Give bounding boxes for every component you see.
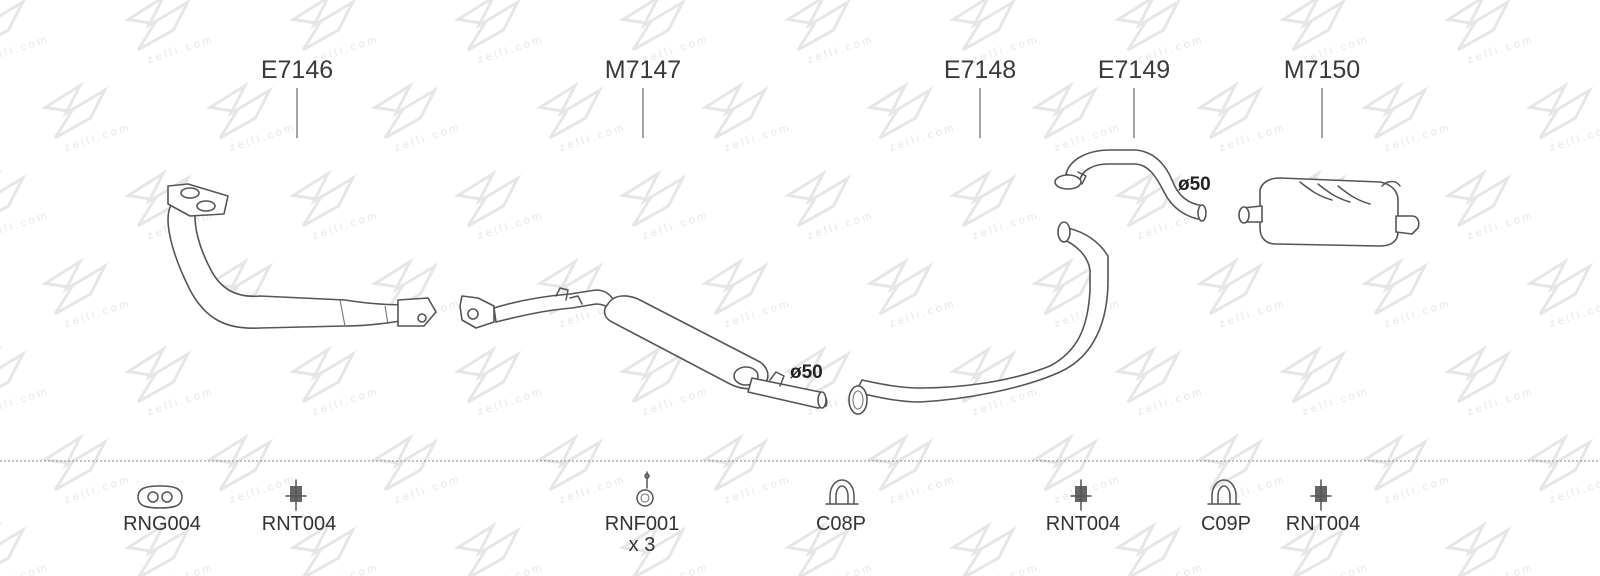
watermark-logo: zelli.com [1030,81,1123,154]
watermark-logo: zelli.com [288,345,381,418]
watermark-logo: zelli.com [1195,257,1288,330]
accessory-label-rnt004: RNT004 [1286,513,1360,535]
part-label-e7148: E7148 [944,56,1016,84]
accessory-label-c08p: C08P [816,513,866,535]
part-label-m7150: M7150 [1284,56,1360,84]
part-m7150-rear-silencer[interactable] [1238,177,1420,247]
accessory-label-rnf001: RNF001 [605,513,679,535]
watermark-logo: zelli.com [1195,433,1288,506]
watermark-logo: zelli.com [205,81,298,154]
watermark-logo: zelli.com [783,169,876,242]
watermark-text: zelli.com [0,209,51,242]
watermark-logo: zelli.com [0,0,51,66]
part-label-e7146: E7146 [261,56,333,84]
watermark-logo: zelli.com [1113,345,1206,418]
accessory-qty-rnf001: x 3 [629,534,656,556]
watermark-logo: zelli.com [453,521,546,576]
watermark-text: zelli.com [0,385,51,418]
clamp-icon [825,479,859,505]
watermark-logo: zelli.com [865,433,958,506]
part-label-m7147: M7147 [605,56,681,84]
watermark-logo: zelli.com [0,169,51,242]
accessory-labels: RNG004 RNT004 RNF001 x 3 C08P RNT004 C09… [123,513,1360,556]
part-m7147-middle-silencer[interactable] [459,287,828,409]
watermark-logo: zelli.com [288,169,381,242]
watermark-logo: zelli.com [948,521,1041,576]
watermark-logo: zelli.com [1113,521,1206,576]
accessory-label-rng004: RNG004 [123,513,201,535]
watermark-logo: zelli.com [123,345,216,418]
diameter-label-m7147: ø50 [790,362,823,383]
watermark-logo: zelli.com [453,169,546,242]
part-label-e7149: E7149 [1098,56,1170,84]
watermark-logo: zelli.com [535,81,628,154]
watermark-logo: zelli.com [0,521,51,576]
watermark-logo: zelli.com [40,433,133,506]
watermark-logo: zelli.com [1195,81,1288,154]
watermark-logo: zelli.com [865,81,958,154]
watermark-logo: zelli.com [205,433,298,506]
accessory-icons [137,471,1332,511]
watermark-logo: zelli.com [1360,257,1453,330]
watermark-logo: zelli.com [1525,81,1600,154]
watermark-logo: zelli.com [1360,81,1453,154]
watermark-logo: zelli.com [1443,0,1536,66]
watermark-text: zelli.com [1548,473,1600,506]
watermark-logo: zelli.com [1278,345,1371,418]
watermark-logo: zelli.com [1030,257,1123,330]
watermark-logo: zelli.com [370,433,463,506]
rubber-mount-icon [1070,479,1092,511]
part-labels: E7146 M7147 E7148 E7149 M7150 [261,56,1360,84]
gasket-icon [137,485,183,509]
watermark-logo: zelli.com [1443,169,1536,242]
watermark-logo: zelli.com [370,81,463,154]
watermark-logo: zelli.com [1443,345,1536,418]
watermark-logo: zelli.com [123,0,216,66]
watermark-logo: zelli.com [453,345,546,418]
watermark-text: zelli.com [0,561,51,576]
watermark-logo: zelli.com [948,169,1041,242]
watermark-logo: zelli.com [1525,433,1600,506]
watermark-logo: zelli.com [1525,257,1600,330]
watermark-text: zelli.com [0,33,51,66]
watermark-logo: zelli.com [0,345,51,418]
accessory-label-rnt004: RNT004 [1046,513,1120,535]
clamp-icon [1207,479,1241,505]
leader-lines [296,88,1323,138]
hanger-ring-icon [636,471,654,507]
watermark-logo: zelli.com [535,433,628,506]
part-e7146-front-pipe[interactable] [167,183,437,329]
diameter-label-e7149: ø50 [1178,174,1211,195]
rubber-mount-icon [285,479,307,511]
watermark-text: zelli.com [1548,297,1600,330]
accessory-label-rnt004: RNT004 [262,513,336,535]
watermark-logo: zelli.com [618,169,711,242]
watermark-text: zelli.com [1548,121,1600,154]
part-e7148-tail-pipe[interactable] [848,221,1109,415]
accessory-label-c09p: C09P [1201,513,1251,535]
watermark-logo: zelli.com [700,257,793,330]
watermark-logo: zelli.com [783,0,876,66]
part-e7149-intermediate-pipe[interactable] [1054,149,1207,222]
rubber-mount-icon [1310,479,1332,511]
watermark-logo: zelli.com [700,433,793,506]
watermark-logo: zelli.com [1360,433,1453,506]
watermark-logo: zelli.com [40,81,133,154]
watermark-logo: zelli.com [1443,521,1536,576]
watermark-logo: zelli.com [453,0,546,66]
watermark-logo: zelli.com [700,81,793,154]
watermark-logo: zelli.com [865,257,958,330]
watermark-logo: zelli.com [40,257,133,330]
